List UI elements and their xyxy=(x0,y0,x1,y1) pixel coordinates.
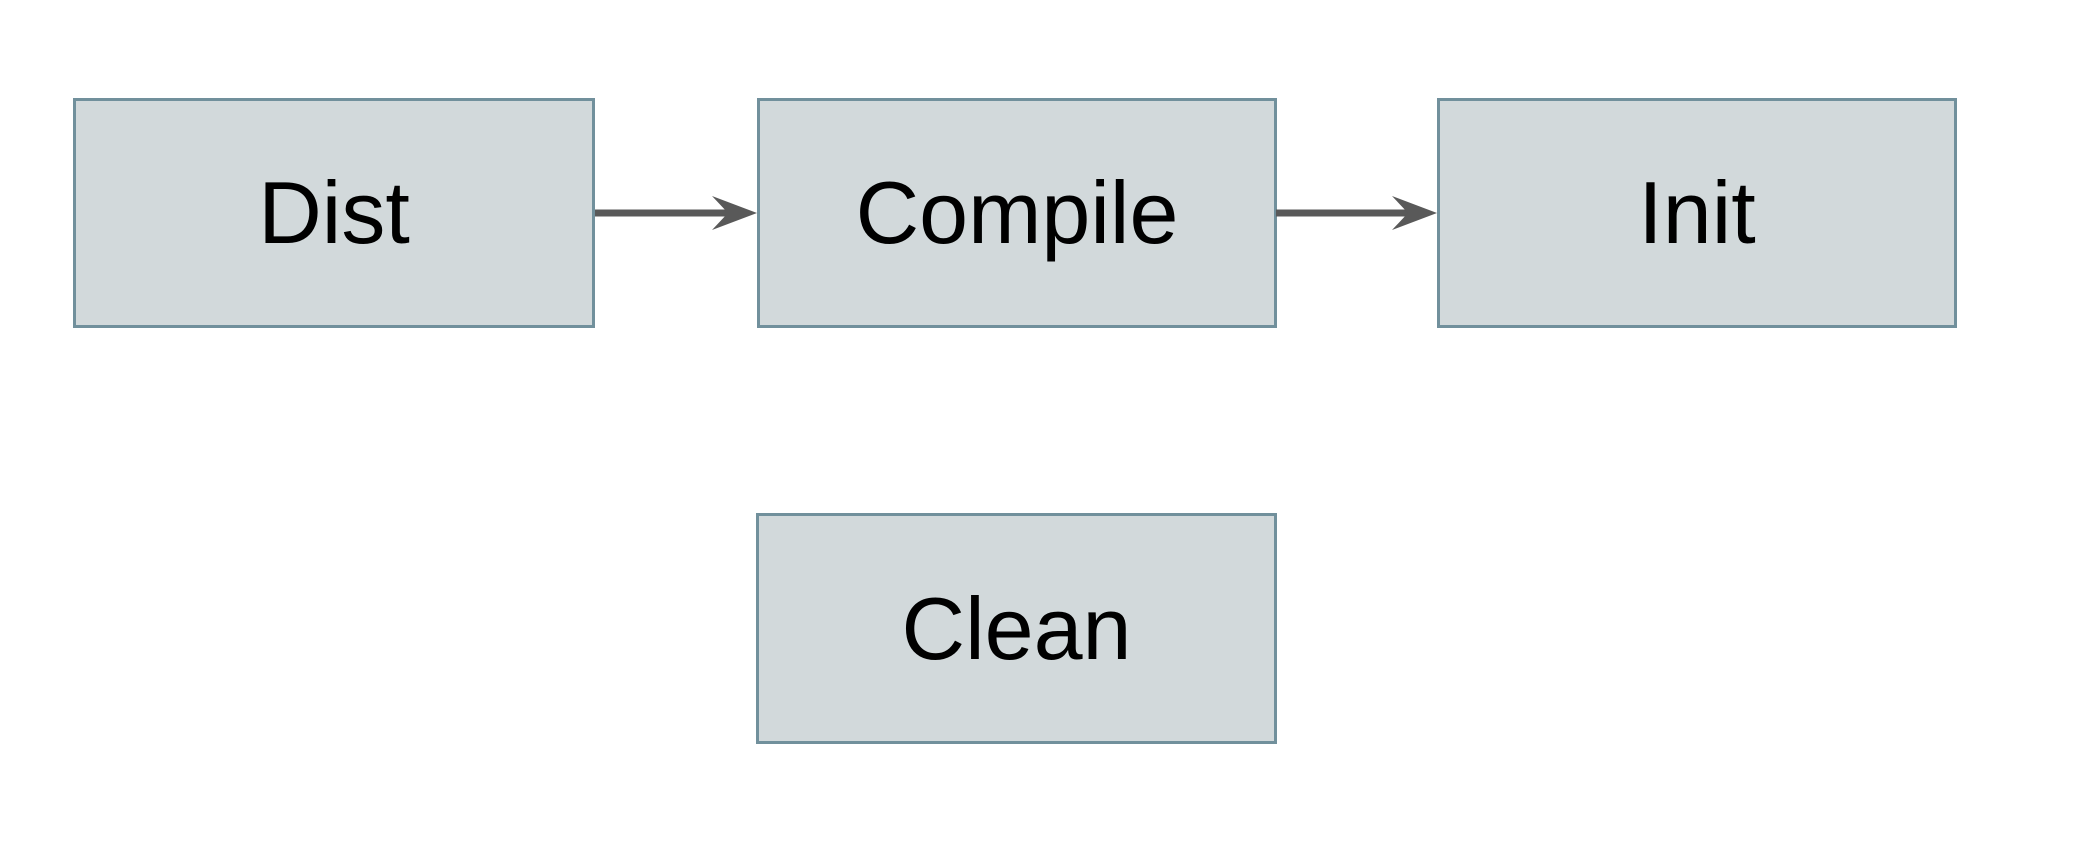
node-compile-label: Compile xyxy=(855,163,1179,262)
arrow-dist-to-compile-icon xyxy=(595,196,757,230)
node-clean: Clean xyxy=(756,513,1277,744)
node-init-label: Init xyxy=(1638,163,1756,262)
arrow-compile-to-init-icon xyxy=(1276,196,1437,230)
node-clean-label: Clean xyxy=(901,578,1132,678)
node-dist-label: Dist xyxy=(258,163,410,262)
node-dist: Dist xyxy=(73,98,595,328)
node-init: Init xyxy=(1437,98,1957,328)
node-compile: Compile xyxy=(757,98,1277,328)
